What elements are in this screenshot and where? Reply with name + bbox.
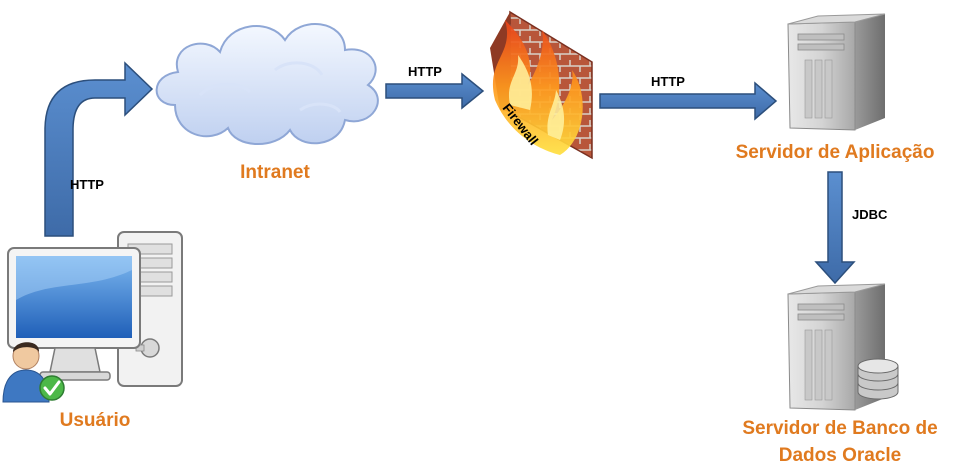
edge-label-intranet-firewall: HTTP [408,64,442,79]
edge-label-appserver-dbserver: JDBC [852,207,888,222]
user-workstation-icon [2,231,183,403]
monitor-icon [7,247,141,381]
intranet-label: Intranet [240,162,310,183]
arrow-firewall-to-appserver [599,81,778,121]
cloud-icon [155,23,379,145]
db-server-label-line1: Servidor de Banco de [742,418,938,439]
firewall-icon [490,10,593,160]
arrow-user-to-intranet [44,61,154,237]
server-tower-icon [787,13,886,131]
checkmark-icon [39,375,65,401]
db-server-label-line2: Dados Oracle [778,445,902,466]
person-icon [2,342,50,403]
app-server-label: Servidor de Aplicação [735,142,935,163]
edge-label-firewall-appserver: HTTP [651,74,685,89]
arrow-appserver-to-dbserver [814,171,856,285]
user-label: Usuário [59,410,131,431]
database-cylinder-icon [857,358,899,400]
arrow-intranet-to-firewall [385,72,485,110]
database-server-icon [787,283,899,411]
edge-label-user-intranet: HTTP [70,177,104,192]
